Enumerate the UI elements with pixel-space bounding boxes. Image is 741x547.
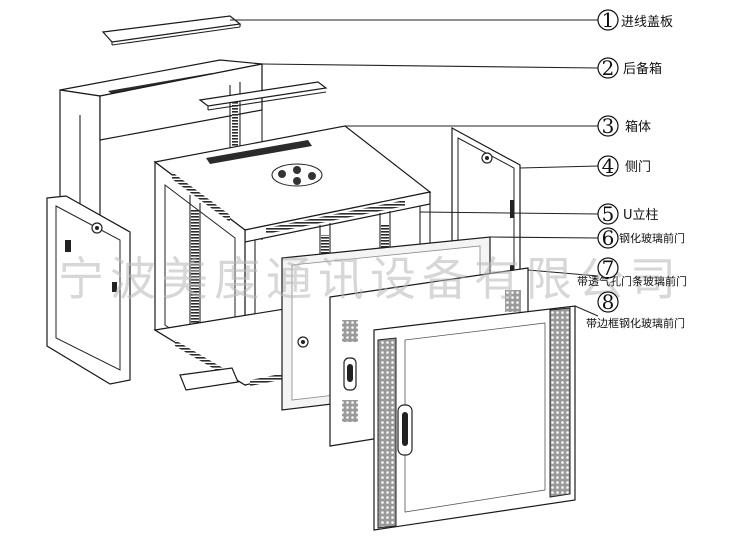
part-label-2: 2 后备箱 [597,56,662,80]
watermark-text: 宁波美度通讯设备有限公司 [58,252,682,306]
part-name-7: 带透气孔门条玻璃前门 [577,274,687,288]
part-number-7: 7 [602,256,615,280]
part-label-1: 1 进线盖板 [597,8,673,32]
part-name-2: 后备箱 [623,61,662,77]
part-name-6: 钢化玻璃前门 [619,231,685,245]
part-number-3: 3 [602,114,615,138]
part-number-2: 2 [602,56,615,80]
part-framed-glass-door [373,305,576,531]
part-number-6: 6 [602,226,615,250]
part-name-3: 箱体 [625,119,651,135]
part-label-6: 6 钢化玻璃前门 [597,226,685,250]
part-number-1: 1 [602,8,615,32]
part-label-3: 3 箱体 [597,114,651,138]
part-name-8: 带边框钢化玻璃前门 [586,316,685,330]
part-label-5: 5 U立柱 [597,202,659,226]
part-number-5: 5 [602,202,615,226]
part-name-5: U立柱 [623,208,659,223]
fan-icon [271,163,323,187]
part-side-door-left [46,195,131,385]
part-name-4: 侧门 [625,160,651,175]
part-number-4: 4 [602,154,615,178]
part-label-7: 7 带透气孔门条玻璃前门 [577,256,687,288]
part-cable-cover-plate [101,15,242,46]
leader-lines [230,19,599,317]
part-name-1: 进线盖板 [621,15,673,30]
part-label-8: 8 带边框钢化玻璃前门 [586,290,685,330]
part-number-8: 8 [602,290,615,314]
part-label-4: 4 侧门 [597,154,651,178]
